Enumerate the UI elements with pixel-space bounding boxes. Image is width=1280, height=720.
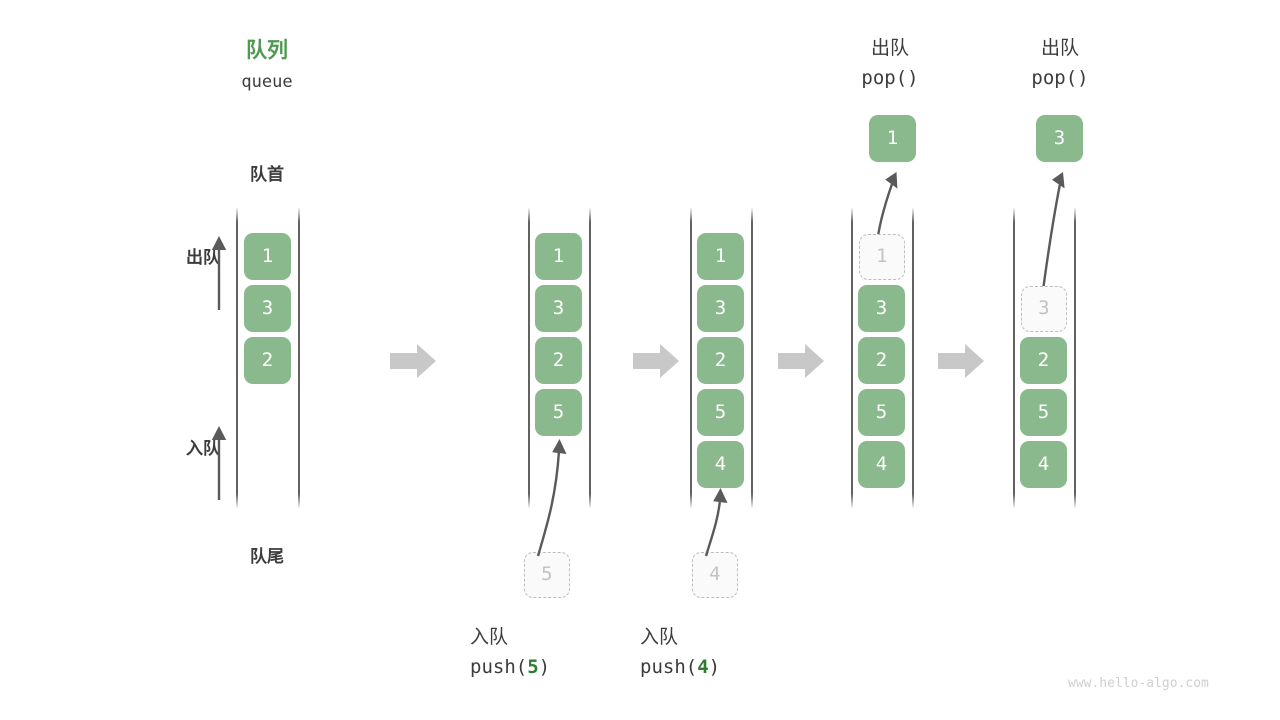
push-5-code-prefix: push( xyxy=(470,656,528,678)
queue-cell: 1 xyxy=(697,233,744,280)
enqueue-up-arrow-icon xyxy=(211,426,227,500)
queue-rail-right-initial xyxy=(298,207,300,509)
queue-rail-right-push-5 xyxy=(589,207,591,509)
dequeue-direction-label: 出队 xyxy=(186,248,220,268)
step-arrow-icon xyxy=(778,344,824,378)
dequeue-up-arrow-icon xyxy=(211,236,227,310)
queue-cell: 5 xyxy=(535,389,582,436)
queue-cell: 4 xyxy=(1020,441,1067,488)
push-4-label-cn: 入队 xyxy=(640,626,679,648)
push-4-code-suffix: ) xyxy=(708,656,721,678)
queue-rail-left-pop-3 xyxy=(1013,207,1015,509)
push-4-code-prefix: push( xyxy=(640,656,698,678)
queue-cell: 2 xyxy=(858,337,905,384)
push-5-label-code: push(5) xyxy=(470,656,650,678)
queue-cell: 3 xyxy=(858,285,905,332)
diagram-title-cn: 队列 xyxy=(246,38,288,62)
queue-cell: 1 xyxy=(244,233,291,280)
pop-1-label-code: pop() xyxy=(861,67,919,89)
push-4-code-arg: 4 xyxy=(697,656,709,678)
queue-rail-right-pop-1 xyxy=(912,207,914,509)
queue-cell: 2 xyxy=(244,337,291,384)
incoming-ghost-cell: 4 xyxy=(692,552,738,598)
queue-head-label: 队首 xyxy=(250,165,284,185)
queue-cell: 2 xyxy=(697,337,744,384)
push-5-label-cn: 入队 xyxy=(470,626,509,648)
removed-ghost-cell: 3 xyxy=(1021,286,1067,332)
queue-rail-right-pop-3 xyxy=(1074,207,1076,509)
queue-cell: 3 xyxy=(697,285,744,332)
push-5-code-suffix: ) xyxy=(538,656,551,678)
push-4-label-code: push(4) xyxy=(640,656,820,678)
removed-ghost-cell: 1 xyxy=(859,234,905,280)
popped-cell: 1 xyxy=(869,115,916,162)
queue-rail-left-initial xyxy=(236,207,238,509)
push-motion-arrow-icon xyxy=(536,439,567,557)
queue-rail-right-push-4 xyxy=(751,207,753,509)
pop-1-label-cn: 出队 xyxy=(870,37,909,59)
popped-cell: 3 xyxy=(1036,115,1083,162)
push-5-code-arg: 5 xyxy=(527,656,539,678)
incoming-ghost-cell: 5 xyxy=(524,552,570,598)
queue-cell: 4 xyxy=(858,441,905,488)
queue-tail-label: 队尾 xyxy=(250,547,284,567)
queue-cell: 5 xyxy=(697,389,744,436)
pop-3-label-cn: 出队 xyxy=(1040,37,1079,59)
enqueue-direction-label: 入队 xyxy=(186,439,220,459)
step-arrow-icon xyxy=(633,344,679,378)
step-arrow-icon xyxy=(938,344,984,378)
step-arrow-icon xyxy=(390,344,436,378)
queue-rail-left-push-4 xyxy=(690,207,692,509)
queue-cell: 2 xyxy=(535,337,582,384)
queue-cell: 5 xyxy=(1020,389,1067,436)
watermark: www.hello-algo.com xyxy=(1068,676,1209,691)
diagram-title-code: queue xyxy=(241,72,293,92)
queue-cell: 5 xyxy=(858,389,905,436)
queue-cell: 3 xyxy=(535,285,582,332)
queue-cell: 3 xyxy=(244,285,291,332)
pop-3-label-code: pop() xyxy=(1031,67,1089,89)
queue-cell: 2 xyxy=(1020,337,1067,384)
push-motion-arrow-icon xyxy=(704,488,728,557)
queue-cell: 4 xyxy=(697,441,744,488)
queue-rail-left-push-5 xyxy=(528,207,530,509)
queue-cell: 1 xyxy=(535,233,582,280)
pop-motion-arrow-icon xyxy=(1040,172,1065,299)
queue-rail-left-pop-1 xyxy=(851,207,853,509)
